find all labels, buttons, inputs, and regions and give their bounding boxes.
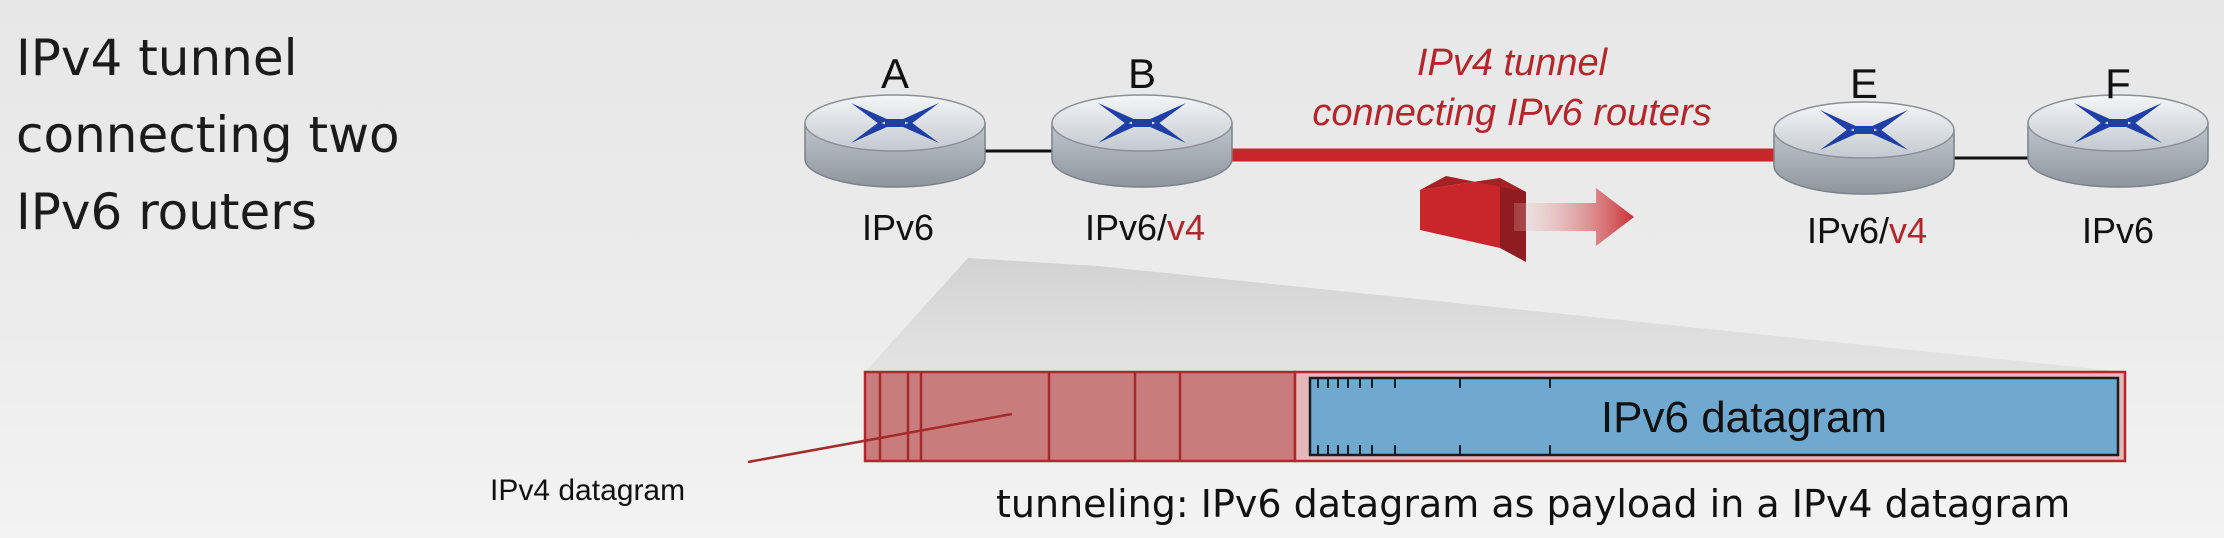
tunnel-label-line-2: connecting IPv6 routers (1312, 92, 1711, 134)
router-e-v4: v4 (1889, 210, 1927, 251)
router-a-label: IPv6 (862, 207, 934, 248)
title-line-1: IPv4 tunnel (16, 29, 298, 87)
router-a-letter: A (881, 50, 909, 97)
direction-arrow (1514, 188, 1634, 246)
router-f (2027, 94, 2209, 188)
packet-icon (1420, 176, 1526, 262)
ipv4-header (863, 370, 1297, 463)
title-line-3: IPv6 routers (16, 183, 317, 241)
router-e-label: IPv6/v4 (1807, 210, 1927, 251)
router-e (1773, 101, 1955, 195)
router-e-letter: E (1850, 60, 1878, 107)
router-b-v4: v4 (1167, 207, 1205, 248)
router-b (1051, 94, 1233, 188)
router-b-letter: B (1128, 50, 1156, 97)
caption: tunneling: IPv6 datagram as payload in a… (996, 482, 2071, 526)
title-line-2: connecting two (16, 106, 400, 164)
tunnel-label-line-1: IPv4 tunnel (1417, 42, 1609, 84)
ipv6-datagram-block (1308, 376, 2120, 457)
ipv4-datagram-label: IPv4 datagram (490, 474, 685, 507)
router-f-letter: F (2105, 60, 2131, 107)
router-f-label: IPv6 (2082, 210, 2154, 251)
ipv4-datagram-frame: IPv6 datagram (863, 370, 2127, 463)
slide-title: IPv4 tunnel connecting two IPv6 routers (16, 20, 400, 251)
ipv4-callout-line (747, 412, 1013, 464)
router-b-label: IPv6/v4 (1085, 207, 1205, 248)
zoom-projection (865, 258, 2125, 372)
ipv6-datagram-label: IPv6 datagram (1601, 393, 1887, 442)
router-a (804, 94, 986, 188)
